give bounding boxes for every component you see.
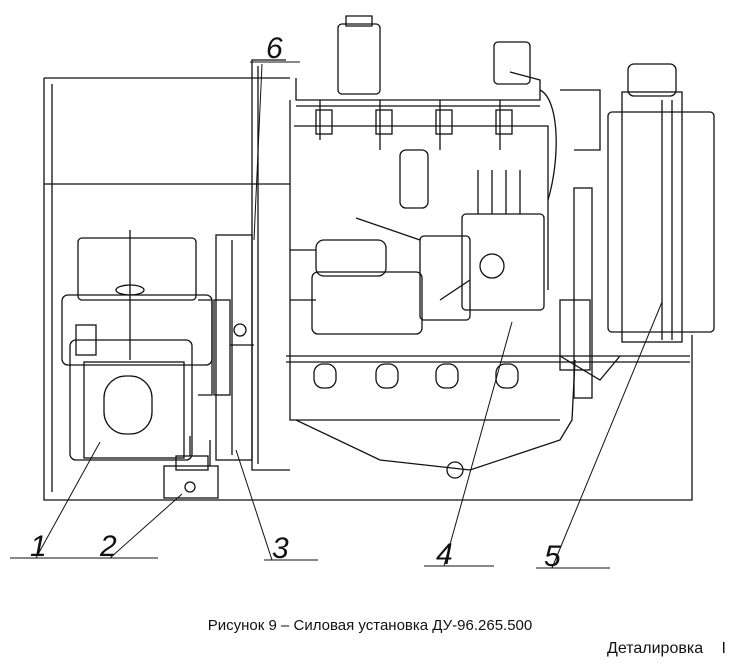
base-frame [43, 77, 693, 501]
callout-3: 3 [272, 532, 289, 565]
page-footer: Деталировка I [607, 640, 726, 658]
footer-section: Деталировка [607, 640, 704, 657]
figure-caption: Рисунок 9 – Силовая установка ДУ-96.265.… [207, 617, 533, 634]
callout-4: 4 [436, 538, 453, 571]
footer-marker: I [721, 640, 726, 657]
fan-pulley [559, 187, 621, 399]
part-2-mount [163, 436, 219, 499]
part-3-housing [251, 59, 290, 471]
starter [290, 239, 423, 335]
engine-assembly-drawing: 1 2 3 4 5 6 [10, 15, 715, 573]
cylinder-head [295, 15, 557, 201]
callout-5: 5 [544, 540, 561, 573]
part-5-radiator [560, 63, 715, 343]
callout-1: 1 [30, 530, 47, 563]
callout-6: 6 [266, 32, 283, 65]
engine-block [289, 100, 576, 479]
leader-lines [10, 61, 663, 569]
part-1-gearbox [61, 230, 213, 461]
callout-2: 2 [99, 530, 117, 563]
part-4-fuel-pump [355, 149, 545, 321]
coupling [198, 234, 254, 461]
